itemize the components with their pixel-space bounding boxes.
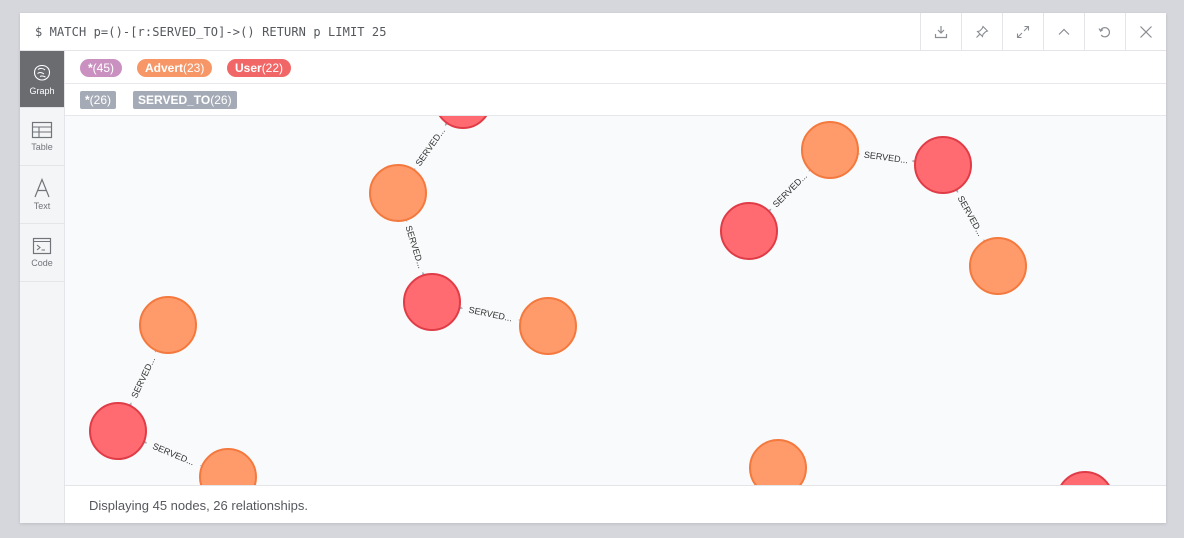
tab-table[interactable]: Table xyxy=(20,108,64,166)
chevron-up-icon xyxy=(1058,28,1070,35)
label-pill-user-count: (22) xyxy=(261,61,284,75)
tab-graph[interactable]: Graph xyxy=(20,51,64,108)
code-icon xyxy=(32,237,52,255)
text-icon xyxy=(34,178,50,198)
graph-icon xyxy=(33,64,51,81)
rel-tag-served-to-name: SERVED_TO xyxy=(138,93,211,107)
rel-tag-all[interactable]: *(26) xyxy=(80,91,117,109)
query-text[interactable]: $ MATCH p=()-[r:SERVED_TO]->() RETURN p … xyxy=(35,25,387,39)
close-button[interactable] xyxy=(1125,13,1166,51)
result-frame: $ MATCH p=()-[r:SERVED_TO]->() RETURN p … xyxy=(20,13,1166,523)
relationship-edge-arrow[interactable] xyxy=(125,402,132,411)
relationship-types-row: *(26) SERVED_TO(26) xyxy=(65,84,1166,116)
user-node[interactable] xyxy=(720,202,778,260)
rel-tag-all-count: (26) xyxy=(89,93,112,107)
rel-tag-served-to-count: (26) xyxy=(210,93,232,107)
graph-canvas[interactable]: SERVED... SERVED... SERVED... SERVED... SERV… xyxy=(65,116,1166,485)
advert-node[interactable] xyxy=(199,448,257,485)
tab-table-label: Table xyxy=(31,142,53,152)
frame-header: $ MATCH p=()-[r:SERVED_TO]->() RETURN p … xyxy=(20,13,1166,51)
rel-tag-served-to[interactable]: SERVED_TO(26) xyxy=(133,91,237,109)
user-node[interactable] xyxy=(914,136,972,194)
tab-code-label: Code xyxy=(31,258,53,268)
relationship-label: SERVED... xyxy=(956,194,986,238)
graph-svg[interactable]: SERVED... SERVED... SERVED... SERVED... SERV… xyxy=(65,116,1166,485)
status-text: Displaying 45 nodes, 26 relationships. xyxy=(89,498,308,513)
download-icon xyxy=(934,26,948,39)
pin-icon xyxy=(976,25,989,38)
advert-node[interactable] xyxy=(139,296,197,354)
tab-code[interactable]: Code xyxy=(20,224,64,282)
user-node[interactable] xyxy=(89,402,147,460)
label-pill-user-name: User xyxy=(235,61,262,75)
label-pill-advert[interactable]: Advert(23) xyxy=(137,59,213,77)
label-pill-advert-count: (23) xyxy=(183,61,205,75)
download-button[interactable] xyxy=(920,13,961,51)
user-node[interactable] xyxy=(403,273,461,331)
advert-node[interactable] xyxy=(969,237,1027,295)
node-labels-row: *(45) Advert(23) User(22) xyxy=(65,51,1166,84)
relationship-label: SERVED... xyxy=(151,441,196,467)
relationship-label: SERVED... xyxy=(863,150,908,166)
label-pill-advert-name: Advert xyxy=(145,61,184,75)
view-sidebar: Graph Table Text Code xyxy=(20,51,65,523)
frame-toolbar xyxy=(920,13,1166,51)
tab-text[interactable]: Text xyxy=(20,166,64,224)
user-node[interactable] xyxy=(1057,471,1113,485)
rerun-button[interactable] xyxy=(1084,13,1125,51)
advert-node[interactable] xyxy=(749,439,807,485)
advert-node[interactable] xyxy=(519,297,577,355)
expand-icon xyxy=(1016,25,1030,39)
relationship-label: SERVED... xyxy=(413,126,447,168)
label-pill-user[interactable]: User(22) xyxy=(227,59,292,77)
relationship-label: SERVED... xyxy=(468,305,513,324)
pin-button[interactable] xyxy=(961,13,1002,51)
fullscreen-button[interactable] xyxy=(1002,13,1043,51)
tab-text-label: Text xyxy=(33,201,51,211)
relationship-label: SERVED... xyxy=(129,355,157,399)
rerun-icon xyxy=(1098,27,1111,38)
table-icon xyxy=(31,121,53,139)
close-icon xyxy=(1140,26,1152,38)
relationship-label: SERVED... xyxy=(403,224,426,269)
relationship-label: SERVED... xyxy=(771,171,809,209)
label-pill-all-name: * xyxy=(88,61,93,75)
frame-footer: Displaying 45 nodes, 26 relationships. xyxy=(65,485,1166,523)
collapse-button[interactable] xyxy=(1043,13,1084,51)
tab-graph-label: Graph xyxy=(29,85,55,96)
advert-node[interactable] xyxy=(801,121,859,179)
label-pill-all[interactable]: *(45) xyxy=(80,59,123,77)
rel-tag-all-name: * xyxy=(85,93,90,107)
advert-node[interactable] xyxy=(369,164,427,222)
label-pill-all-count: (45) xyxy=(92,61,115,75)
user-node[interactable] xyxy=(435,116,491,129)
